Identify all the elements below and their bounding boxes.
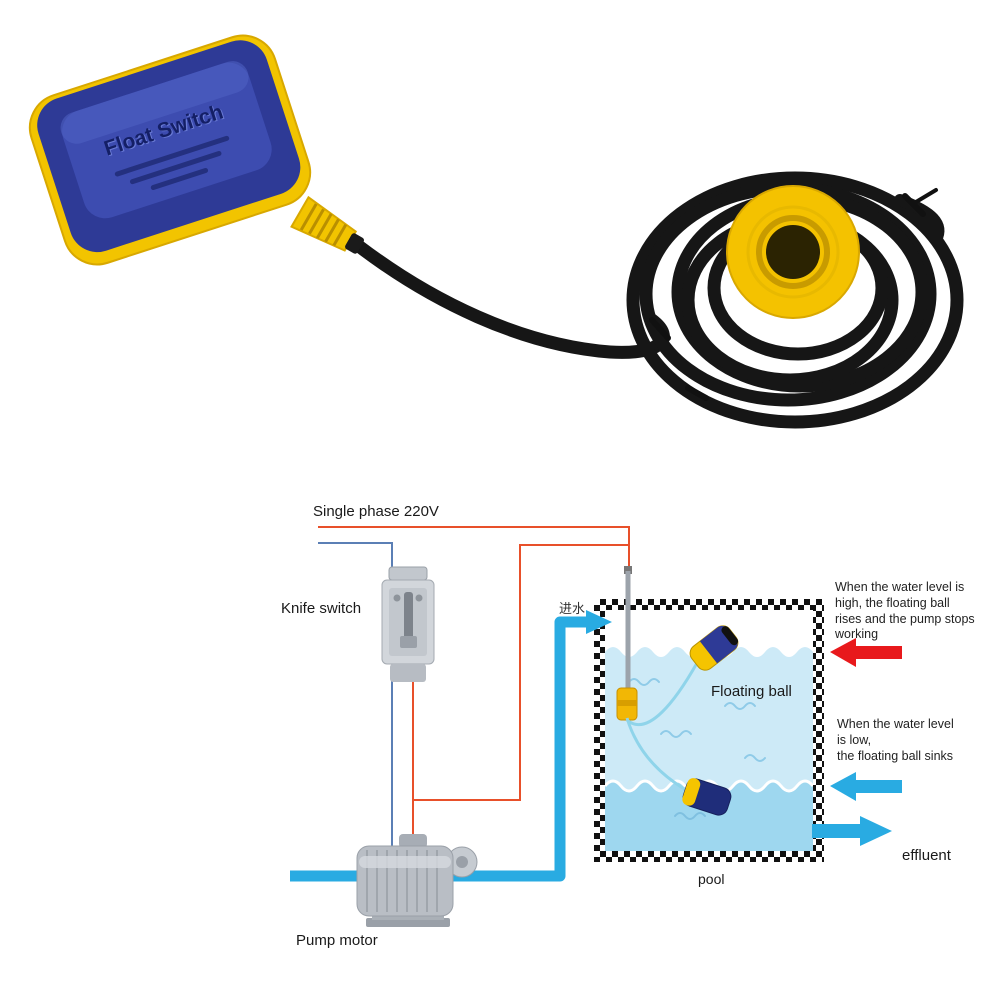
ring-hole — [766, 225, 820, 279]
knife-switch — [381, 566, 435, 682]
knife-switch-screw — [415, 594, 423, 602]
water-ripples — [628, 678, 766, 762]
cable-coil-loop — [626, 171, 964, 429]
effluent-arrow-shaft — [812, 824, 860, 838]
cable-ties — [649, 188, 938, 401]
fine-print-line — [150, 168, 209, 191]
inlet-arrow-head — [586, 610, 612, 634]
water-ripple — [674, 812, 706, 820]
live-wire-float-loop — [412, 544, 628, 801]
strain-relief-connector — [290, 195, 365, 254]
inlet-pipe — [290, 616, 586, 882]
float-tip — [721, 626, 739, 646]
rod-top — [624, 566, 632, 574]
cable-tie — [685, 385, 709, 401]
knife-switch-cap — [388, 566, 428, 581]
supply-label: Single phase 220V — [313, 503, 439, 520]
annotation-arrows — [812, 638, 902, 846]
float-assembly — [616, 566, 739, 816]
knife-switch-screw — [393, 594, 401, 602]
floating-ball-high — [689, 625, 739, 671]
water-inlet-label: 进水 — [559, 601, 586, 616]
knife-switch-slot — [404, 592, 413, 646]
wires — [318, 526, 630, 852]
pool-water — [605, 647, 813, 851]
pump-top-cap — [399, 834, 427, 848]
water-lower-level — [605, 781, 813, 851]
red-arrow-shaft — [856, 646, 902, 659]
floating-ball-low — [682, 778, 732, 816]
knife-switch-label: Knife switch — [281, 600, 362, 617]
cable-weight-band — [617, 700, 637, 706]
ring-rim — [756, 215, 830, 289]
knife-switch-handle — [400, 636, 417, 648]
float-cable-upper — [626, 662, 699, 727]
cyan-arrow-head-left — [830, 772, 856, 801]
fine-print-line — [129, 151, 222, 185]
float-switch-body: Float Switch Float Switch — [28, 34, 312, 266]
cable-tie — [902, 193, 926, 217]
fine-print-line — [114, 135, 230, 177]
case-highlight — [60, 61, 249, 144]
neutral-wire-supply — [318, 542, 393, 569]
yellow-ring-weight — [726, 185, 860, 319]
pump-motor — [356, 834, 478, 927]
pool-tank — [594, 599, 824, 862]
pump-base — [366, 918, 450, 927]
knife-switch-base — [390, 664, 426, 682]
effluent-arrow-head-right — [860, 816, 892, 846]
floating-ball-label: Floating ball — [711, 683, 792, 700]
pump-motor-label: Pump motor — [296, 932, 378, 949]
float-cable-lower — [625, 717, 687, 792]
effluent-label: effluent — [902, 847, 951, 864]
float-yellow-band — [682, 778, 701, 806]
live-wire-supply — [318, 526, 630, 573]
pump-shaft — [456, 856, 468, 868]
connector-tip — [345, 233, 365, 254]
cable-tie-tail — [914, 188, 938, 204]
cable-tie — [649, 317, 671, 341]
cyan-arrow-shaft — [856, 780, 902, 793]
red-arrow-head-left — [830, 638, 856, 667]
pump-highlight — [359, 856, 451, 868]
connector-ribs — [299, 203, 348, 247]
pipes — [290, 610, 612, 882]
pool-label: pool — [698, 871, 725, 887]
ring-ridge — [746, 205, 840, 299]
note-water-level-high: When the water level is high, the floati… — [835, 580, 975, 642]
product-photo: Float Switch Float Switch — [28, 34, 964, 429]
note-water-level-low: When the water level is low, the floatin… — [837, 717, 954, 763]
water-lower-crest — [605, 779, 813, 793]
